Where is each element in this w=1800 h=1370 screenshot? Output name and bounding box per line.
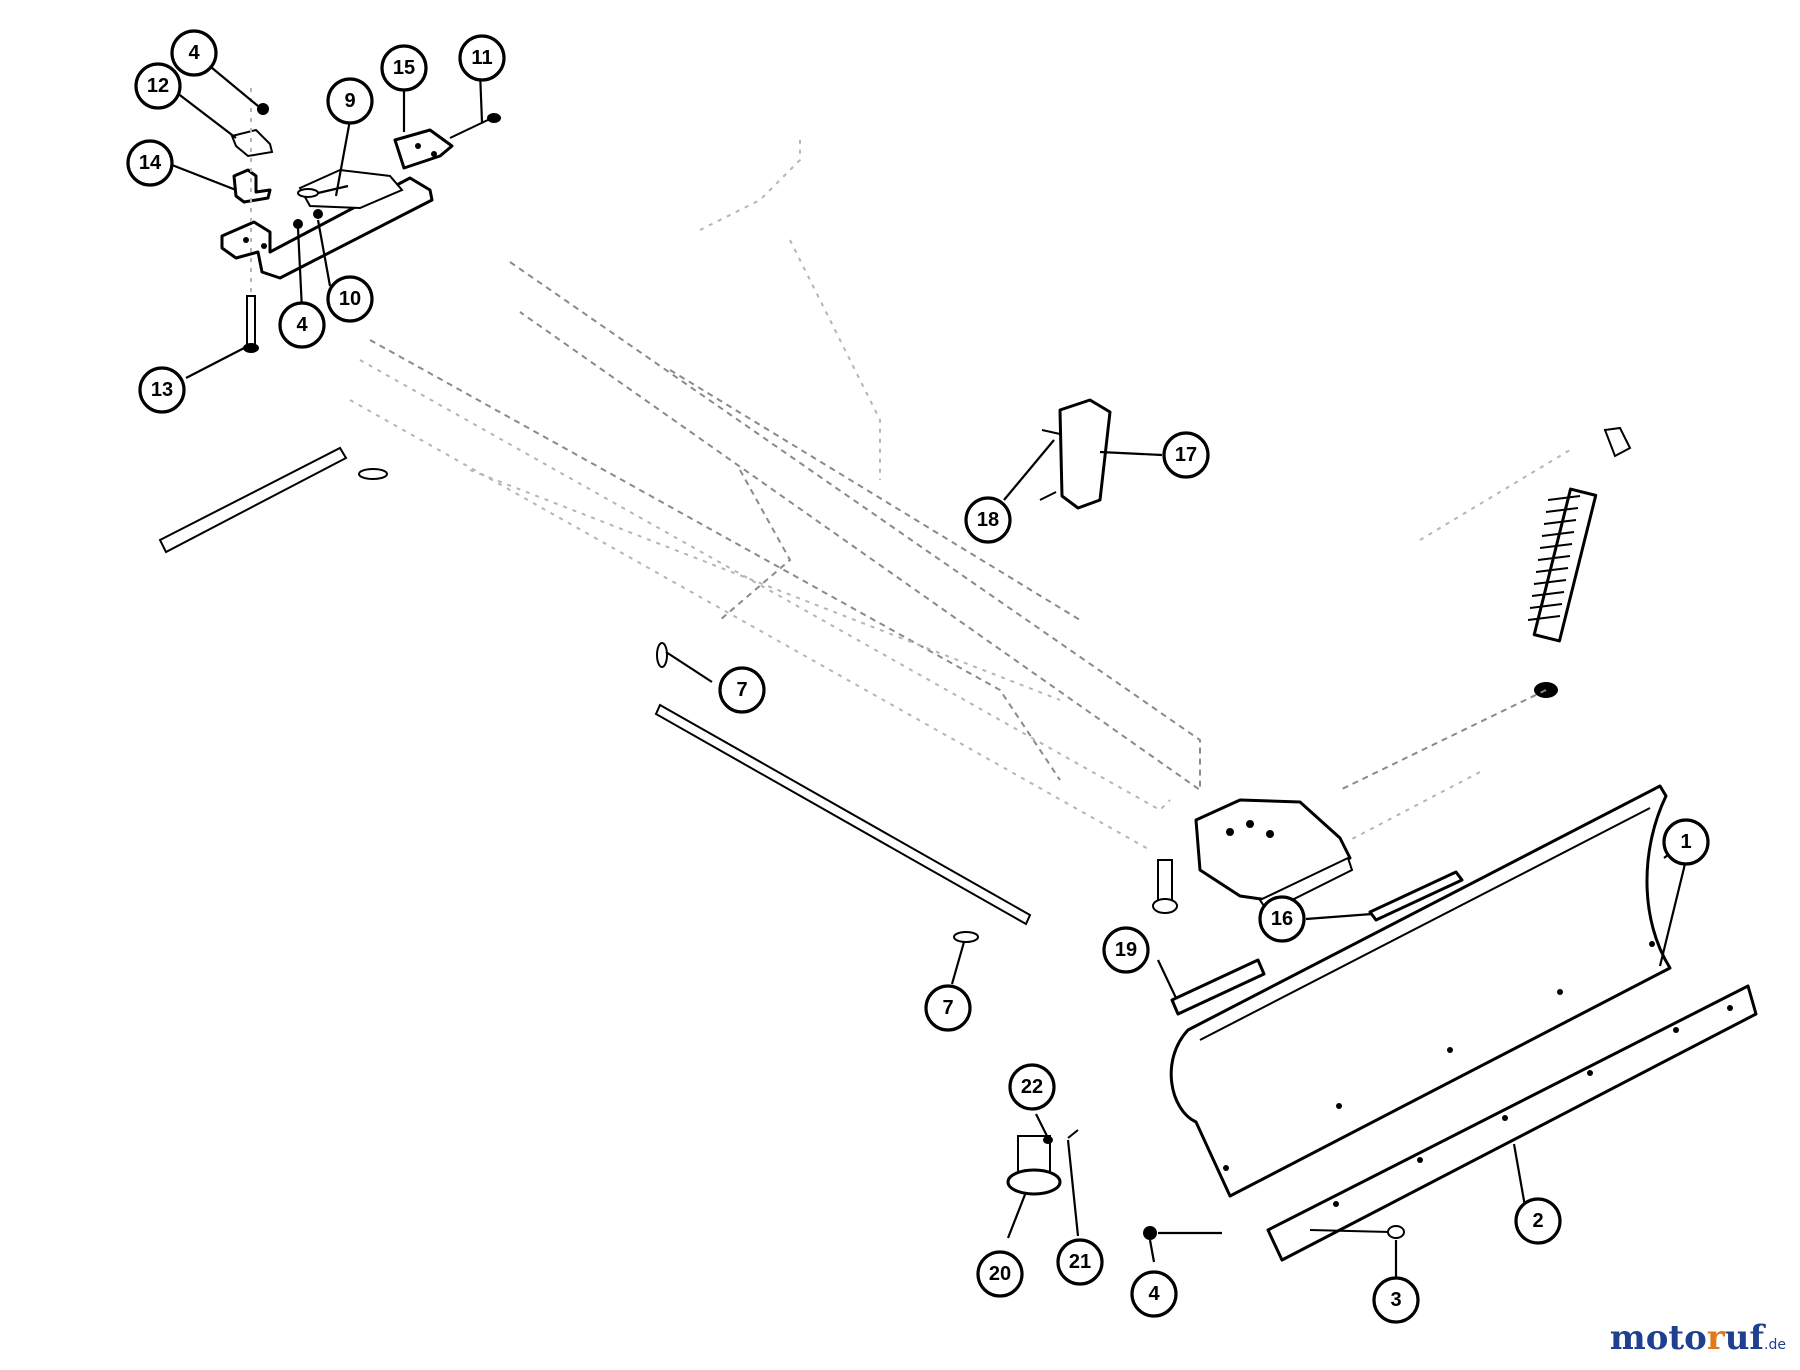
callout-label: 7 [736,679,747,701]
callout-4-bottom: 4 [1130,1270,1178,1318]
callout-17: 17 [1162,431,1210,479]
callout-4-mid: 4 [278,301,326,349]
callout-label: 13 [151,379,173,401]
callout-4-top: 4 [170,29,218,77]
callout-18: 18 [964,496,1012,544]
callout-9: 9 [326,77,374,125]
callout-20: 20 [976,1250,1024,1298]
callout-label: 3 [1390,1289,1401,1311]
bracket-plate-12 [230,128,274,158]
callout-19: 19 [1102,926,1150,974]
push-rod [654,642,1032,943]
plow-blade [1169,784,1672,1198]
callout-label: 2 [1532,1210,1543,1232]
bracket-14 [232,168,272,204]
callout-label: 15 [393,57,415,79]
cutting-edge [1223,941,1758,1262]
callout-21: 21 [1056,1238,1104,1286]
callout-label: 10 [339,288,361,310]
callout-label: 11 [471,47,492,69]
leader-lines [167,52,1688,1282]
rear-shaft [158,446,388,554]
callout-11: 11 [458,34,506,82]
watermark-part-a: moto [1609,1318,1707,1358]
callout-15: 15 [380,44,428,92]
callout-3: 3 [1372,1276,1420,1324]
callout-10: 10 [326,275,374,323]
callout-label: 4 [188,42,200,64]
callout-2: 2 [1514,1197,1562,1245]
callout-13: 13 [138,366,186,414]
mounting-bracket [220,128,454,280]
strip-16 [1368,870,1464,922]
watermark-tld: .de [1764,1337,1786,1353]
callout-16: 16 [1258,895,1306,943]
ghost-frame [349,140,1201,851]
callout-label: 7 [942,997,953,1019]
callout-label: 18 [977,509,999,531]
strip-19 [1170,958,1266,1016]
callout-22: 22 [1008,1063,1056,1111]
callout-label: 19 [1115,939,1137,961]
nuts-4-10 [257,103,323,229]
callout-label: 17 [1175,444,1197,466]
callout-7-lower: 7 [924,984,972,1032]
bolt-11 [449,113,501,139]
carriage-bolt [1143,1225,1405,1240]
callout-label: 1 [1680,831,1691,853]
watermark-logo: motoruf.de [1610,1318,1786,1358]
callout-label: 22 [1021,1076,1043,1098]
callout-label: 12 [147,75,169,97]
callout-1: 1 [1662,818,1710,866]
bolt-13 [243,88,259,353]
skid-shoe [1006,1129,1079,1196]
callout-12: 12 [134,62,182,110]
callout-label: 14 [139,152,162,174]
watermark-part-b: r [1706,1318,1725,1358]
callout-label: 9 [344,90,355,112]
callout-label: 4 [1148,1283,1160,1305]
callout-label: 21 [1069,1251,1091,1273]
callout-label: 20 [989,1263,1011,1285]
callout-14: 14 [126,139,174,187]
watermark-part-c: uf [1724,1318,1765,1358]
pivot-bracket [1152,798,1354,914]
spring-assembly [1339,426,1632,841]
callout-label: 16 [1271,908,1293,930]
callout-label: 4 [296,314,308,336]
callout-7-upper: 7 [718,666,766,714]
lever-9 [297,184,349,198]
bracket-17 [1039,398,1112,510]
